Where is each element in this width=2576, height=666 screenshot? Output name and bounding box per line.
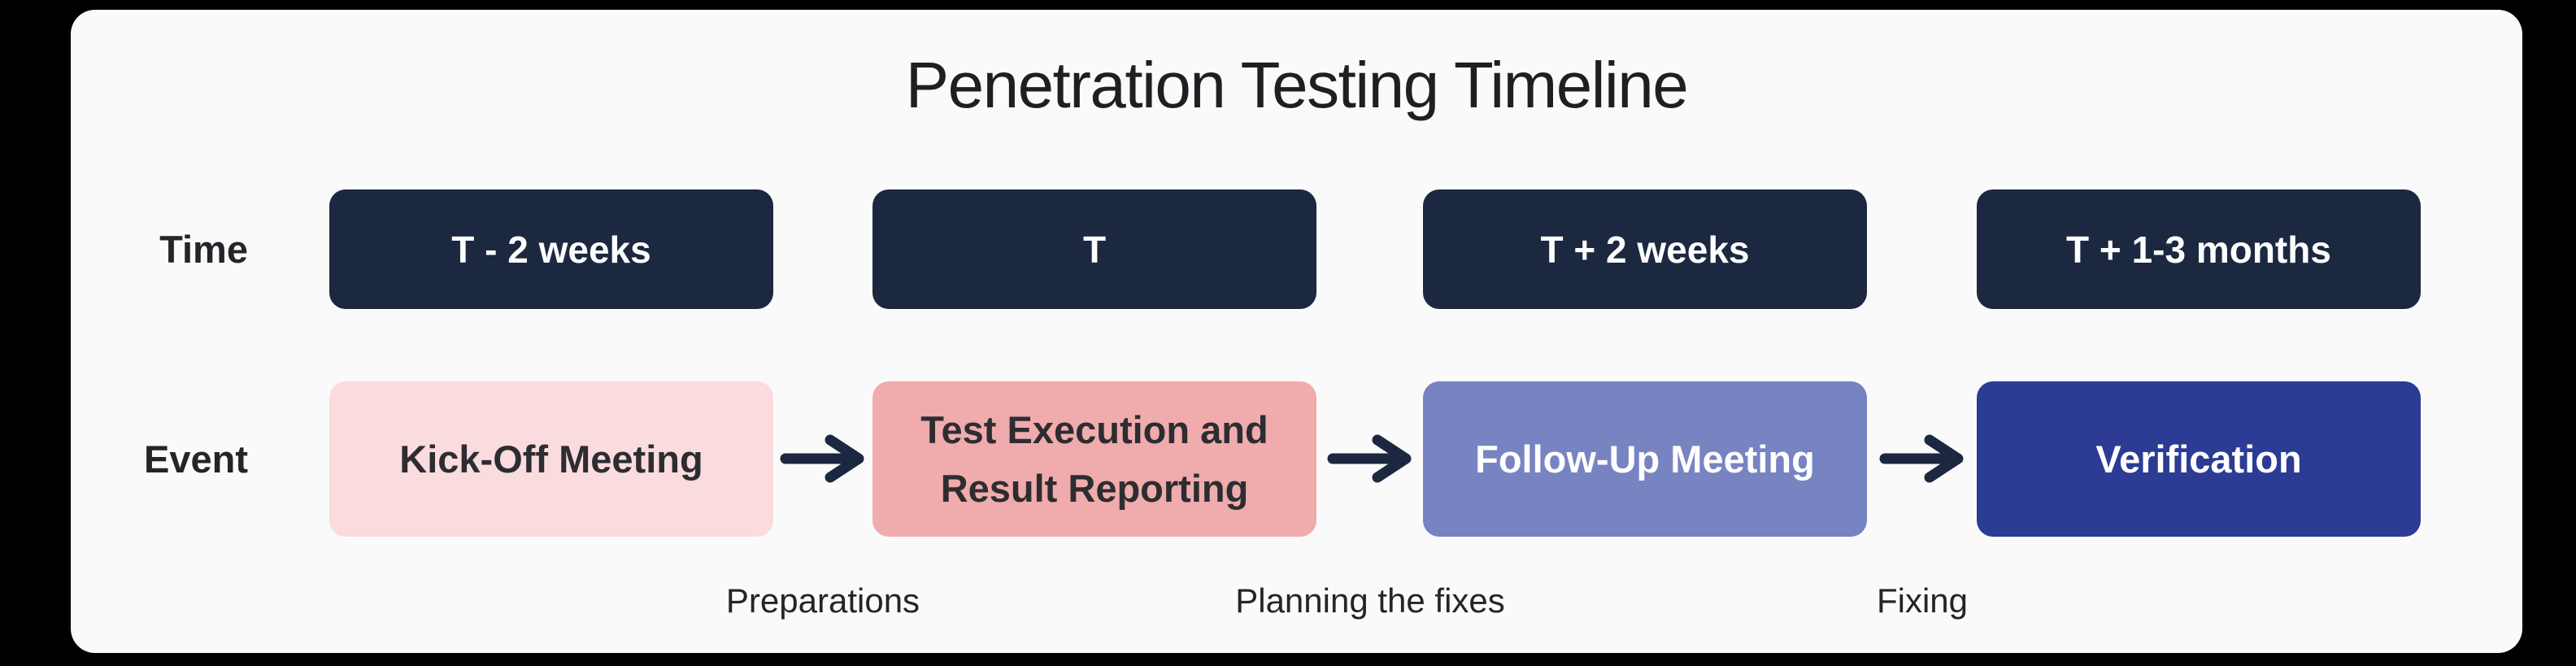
event-box-kick-off-meeting: Kick-Off Meeting bbox=[329, 381, 773, 537]
time-box-t-plus-1-3-months: T + 1-3 months bbox=[1977, 189, 2421, 309]
arrow-right-icon bbox=[1879, 433, 1965, 484]
event-box-label: Kick-Off Meeting bbox=[399, 437, 703, 481]
time-box-label: T bbox=[1082, 228, 1107, 271]
phase-label-preparations: Preparations bbox=[725, 581, 920, 620]
event-box-follow-up-meeting: Follow-Up Meeting bbox=[1423, 381, 1867, 537]
time-box-t-plus-2-weeks: T + 2 weeks bbox=[1423, 189, 1867, 309]
time-box-t-minus-2-weeks: T - 2 weeks bbox=[329, 189, 773, 309]
event-row-label: Event bbox=[144, 437, 248, 481]
time-box-label: T + 2 weeks bbox=[1540, 228, 1750, 271]
timeline-card: Penetration Testing Timeline Time T - 2 … bbox=[71, 10, 2522, 653]
phase-label-fixing: Fixing bbox=[1876, 581, 1969, 620]
page-title: Penetration Testing Timeline bbox=[905, 49, 1689, 121]
phase-label-planning-the-fixes: Planning the fixes bbox=[1235, 581, 1505, 620]
event-box-test-execution: Test Execution and Result Reporting bbox=[872, 381, 1316, 537]
time-box-label: T - 2 weeks bbox=[451, 228, 651, 271]
arrow-right-icon bbox=[780, 433, 866, 484]
event-box-label: Test Execution and Result Reporting bbox=[920, 408, 1268, 510]
event-box-verification: Verification bbox=[1977, 381, 2421, 537]
arrow-right-icon bbox=[1327, 433, 1413, 484]
time-box-t: T bbox=[872, 189, 1316, 309]
time-row-label: Time bbox=[159, 228, 248, 271]
event-box-label: Verification bbox=[2095, 437, 2302, 481]
event-box-label: Follow-Up Meeting bbox=[1475, 437, 1815, 481]
time-box-label: T + 1-3 months bbox=[2066, 228, 2331, 271]
